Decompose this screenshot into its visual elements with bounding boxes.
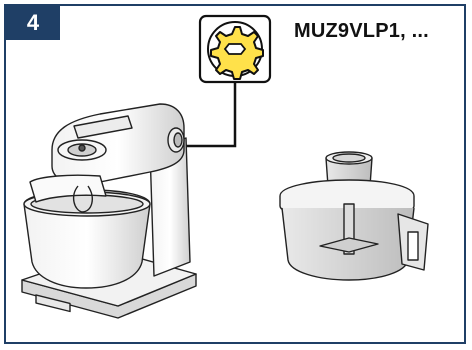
stand-mixer-illustration xyxy=(22,104,196,318)
food-processor-illustration xyxy=(280,152,428,280)
gear-icon xyxy=(200,16,270,82)
